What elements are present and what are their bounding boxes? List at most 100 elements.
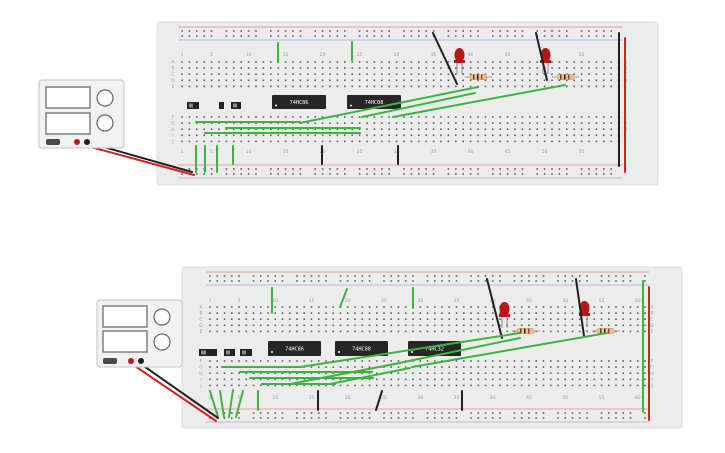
column-number: 40 (468, 149, 474, 155)
row-label: A (650, 305, 654, 311)
column-number: 5 (210, 52, 213, 58)
column-number: 55 (599, 395, 605, 401)
column-number: 25 (357, 52, 363, 58)
led-1-top[interactable] (454, 48, 465, 74)
chip-label: 74HC32 (425, 347, 444, 353)
column-number: 5 (210, 149, 213, 155)
row-label: H (650, 371, 653, 377)
current-display (102, 330, 148, 353)
negative-terminal[interactable] (138, 358, 144, 364)
row-label: J (171, 139, 173, 145)
slide-switches-bottom[interactable] (199, 349, 252, 356)
column-number: 60 (635, 298, 641, 304)
column-number: 1 (181, 149, 184, 155)
row-label: B (199, 311, 202, 317)
column-number: 20 (345, 395, 351, 401)
column-number: 10 (246, 52, 252, 58)
row-label: F (200, 359, 203, 365)
voltage-knob[interactable] (96, 89, 114, 107)
breadboard-bottom: 1155101015152020252530303535404045455050… (128, 266, 683, 429)
column-number: 45 (526, 395, 532, 401)
resistor-1-bottom[interactable] (512, 328, 540, 334)
column-number: 1 (209, 298, 212, 304)
voltage-knob[interactable] (153, 308, 171, 326)
positive-terminal[interactable] (74, 139, 80, 145)
column-number: 60 (635, 395, 641, 401)
column-number: 55 (579, 52, 585, 58)
row-label: C (199, 317, 202, 323)
wires-bottom (128, 278, 650, 422)
breadboard-holes (178, 26, 623, 179)
chip-label: 74HC08 (352, 347, 371, 353)
row-label: J (650, 383, 652, 389)
chip-label: 74HC08 (365, 100, 384, 106)
column-number: 15 (309, 298, 315, 304)
row-label: G (650, 365, 654, 371)
voltage-display (102, 305, 148, 328)
breadboard-holes (206, 271, 649, 423)
row-label: H (171, 127, 174, 133)
column-number: 45 (526, 298, 532, 304)
power-supply-bottom[interactable] (96, 299, 183, 368)
row-label: A (199, 305, 203, 311)
row-label: I (172, 133, 173, 139)
resistor-2-top[interactable] (552, 74, 579, 80)
row-label: B (171, 66, 174, 72)
resistor-2-bottom[interactable] (592, 328, 620, 334)
column-number: 35 (454, 395, 460, 401)
chip-74hc86-top[interactable]: 74HC86 (272, 95, 326, 109)
column-number: 55 (579, 149, 585, 155)
row-label: G (199, 365, 203, 371)
chip-label: 74HC86 (290, 100, 309, 106)
current-display (45, 112, 91, 135)
row-label: E (651, 329, 654, 335)
column-number: 40 (490, 395, 496, 401)
column-number: 1 (181, 52, 184, 58)
column-number: 30 (417, 298, 423, 304)
row-label: D (171, 78, 175, 84)
power-supply-top[interactable] (38, 79, 125, 149)
column-number: 50 (562, 395, 568, 401)
row-label: I (651, 377, 652, 383)
column-number: 30 (394, 149, 400, 155)
row-label: D (199, 323, 203, 329)
current-knob[interactable] (96, 114, 114, 132)
column-number: 15 (309, 395, 315, 401)
column-number: 45 (505, 149, 511, 155)
power-button[interactable] (46, 139, 60, 145)
column-number: 35 (431, 149, 437, 155)
column-number: 25 (381, 395, 387, 401)
column-number: 30 (394, 52, 400, 58)
column-number: 50 (562, 298, 568, 304)
row-label: B (650, 311, 653, 317)
column-number: 10 (246, 149, 252, 155)
current-knob[interactable] (153, 333, 171, 351)
slide-switches-top[interactable] (187, 102, 241, 109)
row-label: F (651, 359, 654, 365)
chip-74hc86-bottom[interactable]: 74HC86 (268, 341, 321, 356)
column-number: 40 (468, 52, 474, 58)
chip-74hc08-top[interactable]: 74HC08 (347, 95, 401, 109)
positive-terminal[interactable] (128, 358, 134, 364)
row-label: E (200, 329, 203, 335)
column-number: 15 (283, 149, 289, 155)
row-label: C (650, 317, 653, 323)
power-button[interactable] (103, 358, 117, 364)
breadboard-top: 1155101015152020252530303535404045455050… (75, 21, 659, 186)
row-label: F (172, 115, 175, 121)
column-number: 5 (238, 298, 241, 304)
row-label: E (172, 84, 175, 90)
resistor-1-top[interactable] (465, 74, 492, 80)
led-1-bottom[interactable] (499, 302, 510, 328)
negative-terminal[interactable] (84, 139, 90, 145)
row-label: H (199, 371, 202, 377)
column-number: 50 (542, 149, 548, 155)
column-number: 25 (357, 149, 363, 155)
row-label: J (199, 383, 201, 389)
column-number: 1 (209, 395, 212, 401)
chip-label: 74HC86 (285, 347, 304, 353)
chip-74hc08-bottom[interactable]: 74HC08 (335, 341, 388, 356)
voltage-display (45, 86, 91, 109)
breadboard-body (156, 21, 659, 186)
